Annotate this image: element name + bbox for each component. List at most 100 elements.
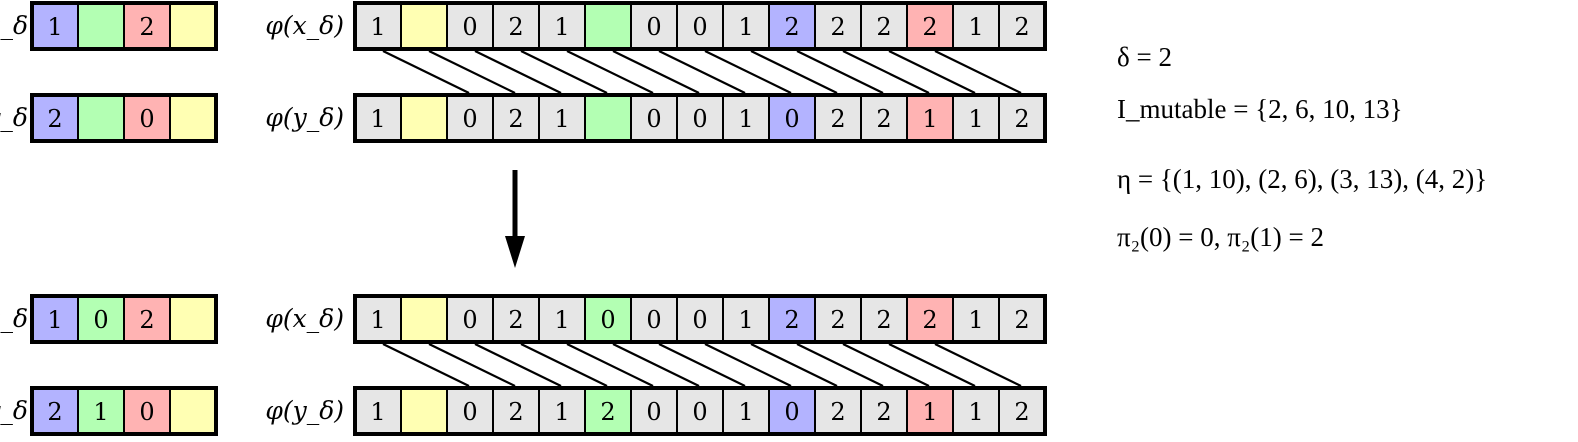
cell-value: 0 bbox=[139, 398, 154, 426]
cell-value: 2 bbox=[876, 398, 891, 426]
cell-value: 1 bbox=[554, 306, 569, 334]
transition-arrow bbox=[505, 170, 525, 268]
cell-value: 0 bbox=[692, 398, 707, 426]
connector-line bbox=[612, 343, 700, 387]
array-cell bbox=[169, 94, 217, 142]
connector-line bbox=[566, 343, 654, 387]
cell-value: 0 bbox=[646, 398, 661, 426]
cell-value: 2 bbox=[922, 306, 937, 334]
array-cell bbox=[400, 387, 448, 435]
array-cell bbox=[169, 387, 217, 435]
cell-value: 2 bbox=[139, 13, 154, 41]
connector-line bbox=[934, 50, 1022, 94]
connector-line bbox=[382, 50, 470, 94]
array-cell bbox=[400, 94, 448, 142]
cell-value: 1 bbox=[968, 105, 983, 133]
cell-value: 1 bbox=[370, 105, 385, 133]
phi-x-array-border bbox=[353, 294, 1047, 344]
array-cell bbox=[860, 387, 908, 435]
phi-x-array-label: φ(x_δ) bbox=[265, 11, 344, 40]
connector-line bbox=[658, 50, 746, 94]
y-delta-array: y_δ20 bbox=[0, 93, 218, 143]
cell-value: 1 bbox=[554, 398, 569, 426]
cell-value: 2 bbox=[830, 105, 845, 133]
cell-value: 2 bbox=[784, 13, 799, 41]
array-cell bbox=[814, 295, 862, 343]
y-delta-array: y_δ 2 1 0 bbox=[0, 386, 218, 436]
cell-value: 2 bbox=[508, 13, 523, 41]
array-cell bbox=[169, 2, 217, 50]
connector-line bbox=[842, 343, 930, 387]
cell-value: 0 bbox=[692, 105, 707, 133]
connector-line bbox=[934, 343, 1022, 387]
array-cell bbox=[630, 94, 678, 142]
cell-value: 0 bbox=[784, 105, 799, 133]
array-cell bbox=[77, 2, 125, 50]
cell-value: 1 bbox=[47, 13, 62, 41]
connector-line bbox=[704, 343, 792, 387]
connector-line bbox=[520, 50, 608, 94]
connector-line bbox=[888, 343, 976, 387]
cell-value: 0 bbox=[462, 306, 477, 334]
array-cell bbox=[123, 2, 171, 50]
cell-value: 0 bbox=[600, 306, 615, 334]
pi-equation: π₂(0) = 0, π₂(1) = 2 bbox=[1117, 222, 1325, 252]
array-cell bbox=[584, 2, 632, 50]
cell-value: 1 bbox=[922, 105, 937, 133]
shift-connectors bbox=[382, 343, 1022, 387]
cell-value: 0 bbox=[692, 13, 707, 41]
array-cell bbox=[123, 94, 171, 142]
phi-y-array-border bbox=[353, 93, 1047, 143]
connector-line bbox=[382, 343, 470, 387]
cell-value: 0 bbox=[462, 105, 477, 133]
cell-value: 0 bbox=[784, 398, 799, 426]
cell-value: 0 bbox=[646, 105, 661, 133]
array-cell bbox=[169, 295, 217, 343]
connector-line bbox=[796, 343, 884, 387]
cell-value: 2 bbox=[508, 398, 523, 426]
cell-value: 2 bbox=[830, 306, 845, 334]
cell-value: 2 bbox=[876, 105, 891, 133]
array-cell bbox=[906, 387, 954, 435]
cell-value: 2 bbox=[47, 398, 62, 426]
cell-value: 2 bbox=[600, 398, 615, 426]
cell-value: 1 bbox=[370, 306, 385, 334]
array-cell bbox=[400, 295, 448, 343]
cell-value: 1 bbox=[370, 398, 385, 426]
eta-equation: η = {(1, 10), (2, 6), (3, 13), (4, 2)} bbox=[1117, 164, 1488, 194]
connector-line bbox=[520, 343, 608, 387]
cell-value: 1 bbox=[738, 306, 753, 334]
connector-line bbox=[750, 343, 838, 387]
x-delta-array-label: x_δ bbox=[0, 304, 28, 333]
connector-line bbox=[842, 50, 930, 94]
cell-value: 1 bbox=[738, 105, 753, 133]
phi-y-array-label: φ(y_δ) bbox=[265, 103, 344, 132]
cell-value: 2 bbox=[830, 13, 845, 41]
cell-value: 1 bbox=[47, 306, 62, 334]
cell-value: 2 bbox=[1014, 306, 1029, 334]
cell-value: 1 bbox=[738, 398, 753, 426]
cell-value: 0 bbox=[462, 13, 477, 41]
phi-y-array-label: φ(y_δ) bbox=[265, 396, 344, 425]
cell-value: 2 bbox=[830, 398, 845, 426]
y-delta-array-border bbox=[30, 93, 218, 143]
cell-value: 1 bbox=[968, 306, 983, 334]
connector-line bbox=[428, 50, 516, 94]
connector-line bbox=[474, 50, 562, 94]
x-delta-array-label: x_δ bbox=[0, 11, 28, 40]
cell-value: 2 bbox=[876, 306, 891, 334]
connector-line bbox=[888, 50, 976, 94]
cell-value: 2 bbox=[876, 13, 891, 41]
y-delta-array-border bbox=[30, 386, 218, 436]
cell-value: 2 bbox=[508, 306, 523, 334]
cell-value: 2 bbox=[508, 105, 523, 133]
cell-value: 1 bbox=[968, 398, 983, 426]
cell-value: 1 bbox=[93, 398, 108, 426]
array-cell bbox=[630, 2, 678, 50]
cell-value: 0 bbox=[139, 105, 154, 133]
y-delta-array-label: y_δ bbox=[0, 396, 28, 425]
cell-value: 1 bbox=[968, 13, 983, 41]
